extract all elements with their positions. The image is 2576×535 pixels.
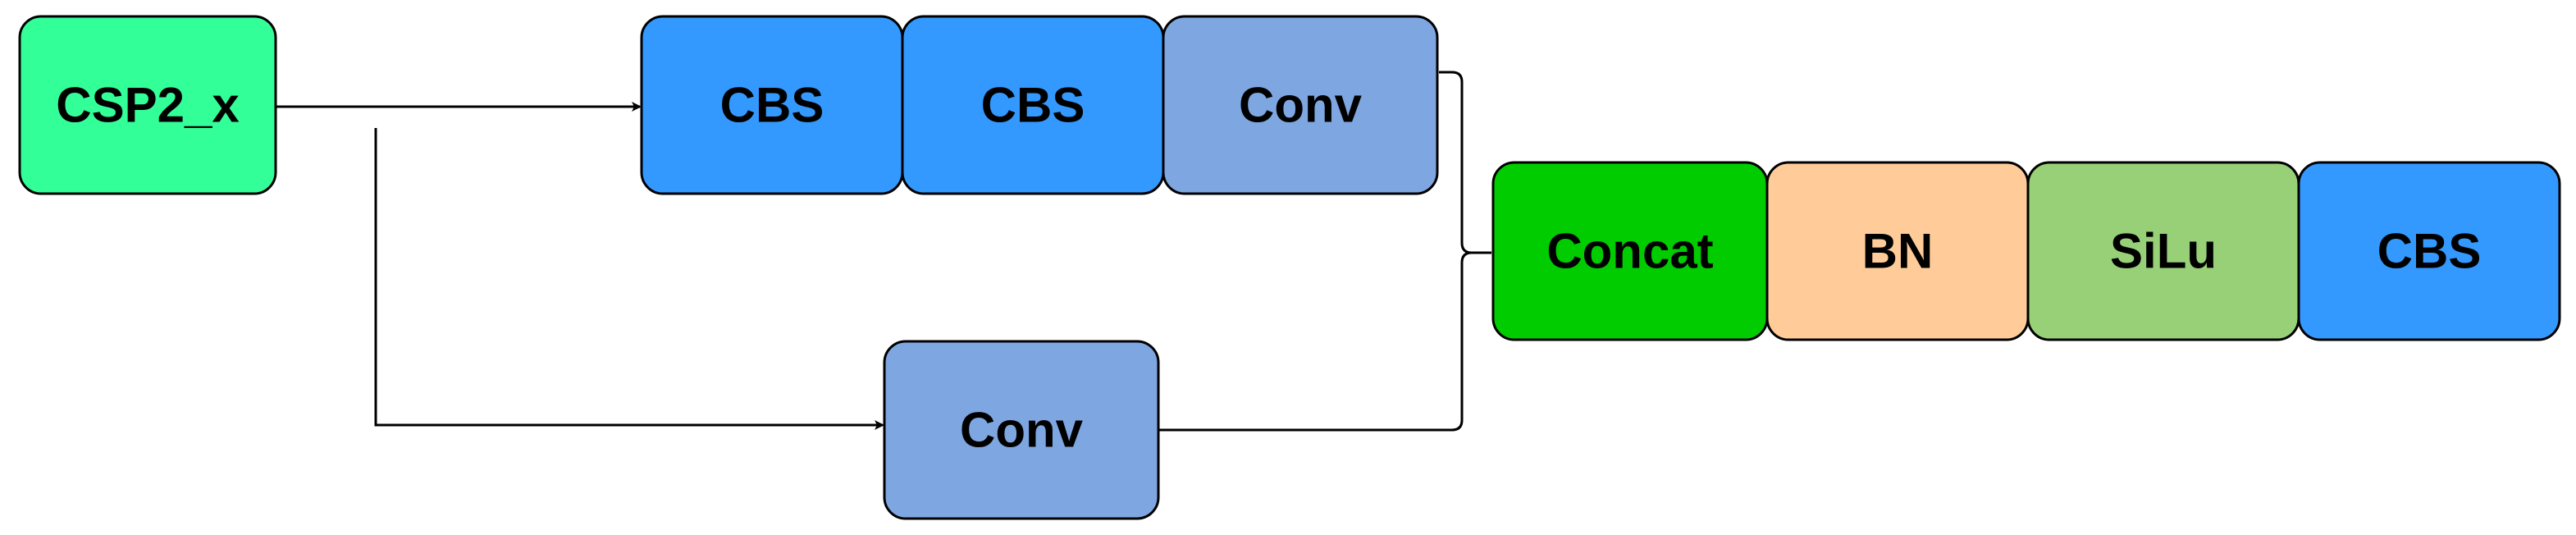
node-conv-top[interactable]: Conv	[1162, 15, 1439, 195]
node-cbs-out[interactable]: CBS	[2297, 161, 2561, 341]
node-conv-bottom[interactable]: Conv	[883, 340, 1160, 520]
node-cbs-1[interactable]: CBS	[640, 15, 904, 195]
node-bn-label: BN	[1862, 224, 1934, 279]
node-silu-label: SiLu	[2110, 224, 2217, 279]
edges	[276, 71, 1491, 432]
node-bn[interactable]: BN	[1765, 161, 2030, 341]
node-concat-label: Concat	[1546, 224, 1713, 279]
node-cbs-2[interactable]: CBS	[901, 15, 1165, 195]
node-cbs-1-label: CBS	[720, 78, 824, 133]
node-conv-bottom-label: Conv	[960, 403, 1084, 458]
edge-csp2x-to-conv-bottom	[374, 128, 884, 430]
node-cbs-out-label: CBS	[2377, 224, 2482, 279]
node-concat[interactable]: Concat	[1491, 161, 1769, 341]
node-silu[interactable]: SiLu	[2026, 161, 2300, 341]
node-cbs-2-label: CBS	[981, 78, 1085, 133]
node-csp2x-label: CSP2_x	[56, 78, 239, 133]
edge-branches-merge-brace	[1158, 71, 1491, 432]
node-conv-top-label: Conv	[1239, 78, 1363, 133]
node-csp2x[interactable]: CSP2_x	[18, 15, 277, 195]
